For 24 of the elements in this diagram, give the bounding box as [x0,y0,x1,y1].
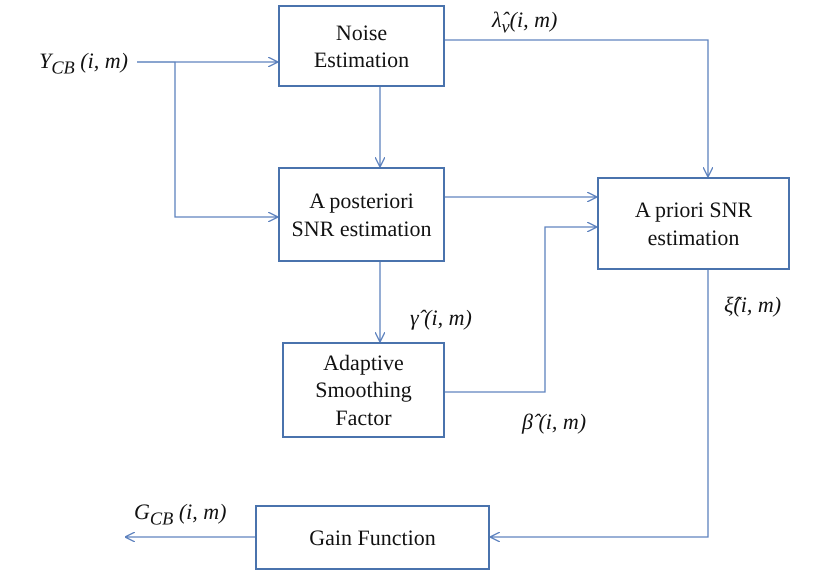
box-label: Gain Function [309,524,436,552]
process-box [255,505,490,570]
box-label: A posteriori SNR estimation [290,187,432,242]
process-box [597,177,790,270]
process-box [282,342,445,438]
process-box [278,167,445,262]
arrow [374,262,386,343]
box-label: Noise Estimation [312,18,410,74]
edge-label: ξ̂(i, m) [723,293,782,318]
arrow [374,87,386,168]
arrow [489,270,709,543]
process-box [278,5,445,87]
signal-label: Y$_{CB}$ (i, m) [39,46,128,80]
edge-label: λ̂$_{v}$(i, m) [490,8,558,37]
arrow [124,531,255,543]
arrow [445,191,598,203]
arrow [445,221,598,393]
edge-label: γ̂ (i, m) [409,306,473,330]
box-label: Adaptive Smoothing Factor [314,348,413,432]
arrow [137,61,279,223]
edge-label: G$_{CB}$ (i, m) [133,500,228,529]
edge-label: β̂ (i, m) [520,410,588,434]
box-label: A priori SNR estimation [634,196,754,251]
arrow [445,39,714,178]
